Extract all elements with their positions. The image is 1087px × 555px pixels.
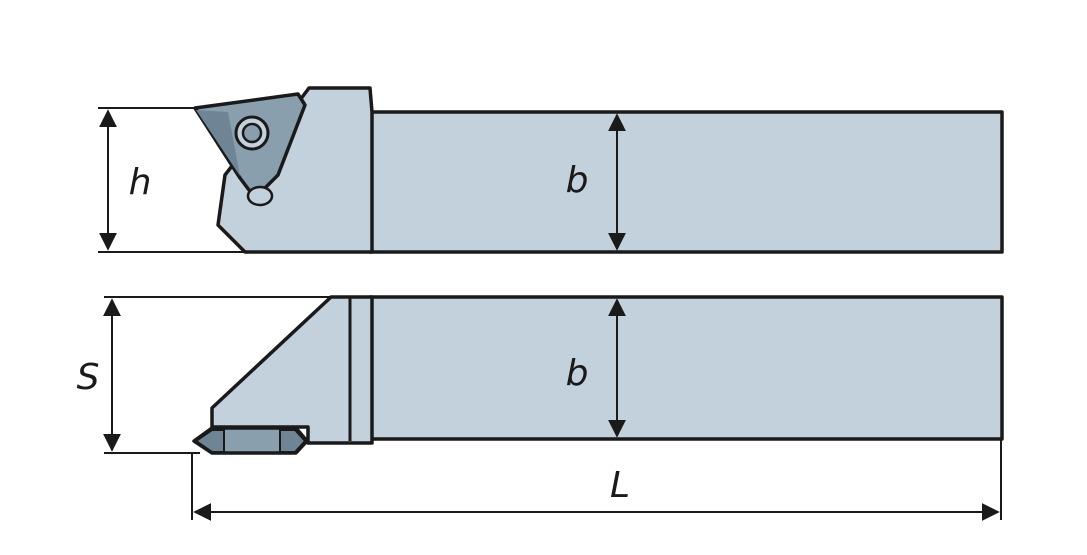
top-shank [368,110,1004,254]
top-view: h b [98,86,1004,254]
side-head [210,295,374,445]
b-top-label: b [566,160,589,201]
h-label: h [129,162,152,203]
side-insert-facet-right [279,429,307,453]
s-label: S [77,357,100,398]
b-bottom-label: b [566,353,589,394]
side-insert-facet-left [194,429,225,453]
top-insert-facet [196,110,240,176]
top-insert-screw-inner [241,122,263,144]
l-label: L [610,465,630,506]
top-insert-seat [246,185,274,207]
side-view: S b L [77,295,1004,521]
side-shank [368,295,1004,441]
